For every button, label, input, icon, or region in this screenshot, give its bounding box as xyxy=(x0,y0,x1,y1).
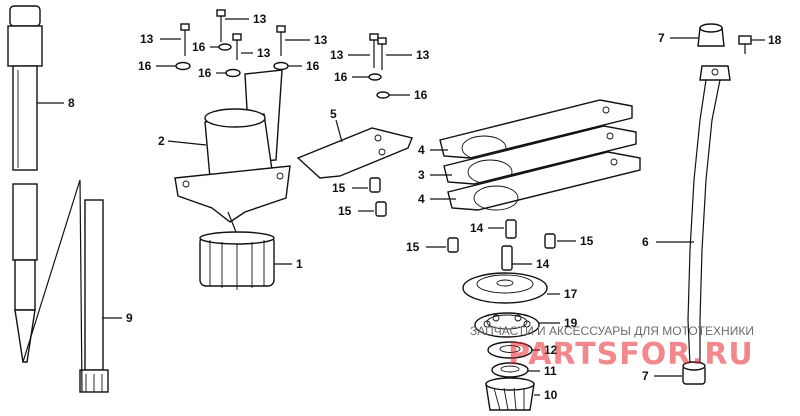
label-part-11: 11 xyxy=(544,364,557,378)
screws-13-group xyxy=(180,9,387,70)
part-3-plate xyxy=(443,125,637,185)
pins-14-group xyxy=(501,219,517,271)
label-part-13-a: 13 xyxy=(140,32,154,46)
label-part-16-a: 16 xyxy=(192,40,206,54)
part-9-drive-shaft-lower xyxy=(12,179,109,393)
label-part-6: 6 xyxy=(642,235,649,249)
label-part-16-b: 16 xyxy=(138,59,152,73)
label-part-14-b: 14 xyxy=(536,257,550,271)
part-4-gasket-lower xyxy=(447,151,641,211)
label-part-1: 1 xyxy=(296,257,303,271)
label-part-16-e: 16 xyxy=(334,70,348,84)
label-part-13-b: 13 xyxy=(253,12,267,26)
label-part-14-a: 14 xyxy=(470,221,484,235)
label-part-16-f: 16 xyxy=(414,88,428,102)
label-part-7-a: 7 xyxy=(658,31,665,45)
watermark-logo: PARTSFOR.RU xyxy=(508,337,754,372)
part-6-water-tube xyxy=(687,65,731,367)
label-part-3: 3 xyxy=(418,168,425,182)
part-7-grommet-lower xyxy=(682,361,706,385)
label-part-5: 5 xyxy=(330,107,337,121)
label-part-16-c: 16 xyxy=(198,66,212,80)
label-part-10: 10 xyxy=(544,388,558,402)
part-19-ball-bearing xyxy=(474,312,540,338)
label-part-13-d: 13 xyxy=(314,33,328,47)
pins-15-group xyxy=(369,177,556,253)
watermark-caption: ЗАПЧАСТИ И АКСЕССУАРЫ ДЛЯ МОТОТЕХНИКИ xyxy=(470,324,754,338)
label-part-18: 18 xyxy=(768,33,782,47)
part-4-gasket-upper xyxy=(439,99,633,161)
label-part-9: 9 xyxy=(126,311,133,325)
label-part-13-e: 13 xyxy=(330,48,344,62)
label-part-13-f: 13 xyxy=(416,48,430,62)
label-part-12: 12 xyxy=(544,343,558,357)
label-part-17: 17 xyxy=(564,287,578,301)
label-part-2: 2 xyxy=(158,134,165,148)
label-part-16-d: 16 xyxy=(306,59,320,73)
part-7-grommet-upper xyxy=(697,23,725,47)
part-2-pump-housing xyxy=(174,69,291,233)
part-11-needle-bearing xyxy=(491,362,529,378)
label-part-7-b: 7 xyxy=(642,369,649,383)
part-18-bolt xyxy=(738,35,752,54)
label-part-15-d: 15 xyxy=(580,234,594,248)
label-part-13-c: 13 xyxy=(257,46,271,60)
part-10-pinion-gear xyxy=(485,377,535,411)
part-5-cover-plate xyxy=(296,127,413,179)
label-part-19: 19 xyxy=(564,316,578,330)
label-part-15-a: 15 xyxy=(332,181,346,195)
label-part-15-b: 15 xyxy=(338,204,352,218)
part-17-bearing xyxy=(462,272,548,304)
label-part-15-c: 15 xyxy=(406,240,420,254)
label-part-4-b: 4 xyxy=(418,192,425,206)
part-1-impeller xyxy=(199,231,275,290)
part-12-washer xyxy=(487,341,533,359)
label-part-8: 8 xyxy=(68,96,75,110)
label-part-4-a: 4 xyxy=(418,143,425,157)
part-8-drive-shaft-upper xyxy=(7,5,43,171)
